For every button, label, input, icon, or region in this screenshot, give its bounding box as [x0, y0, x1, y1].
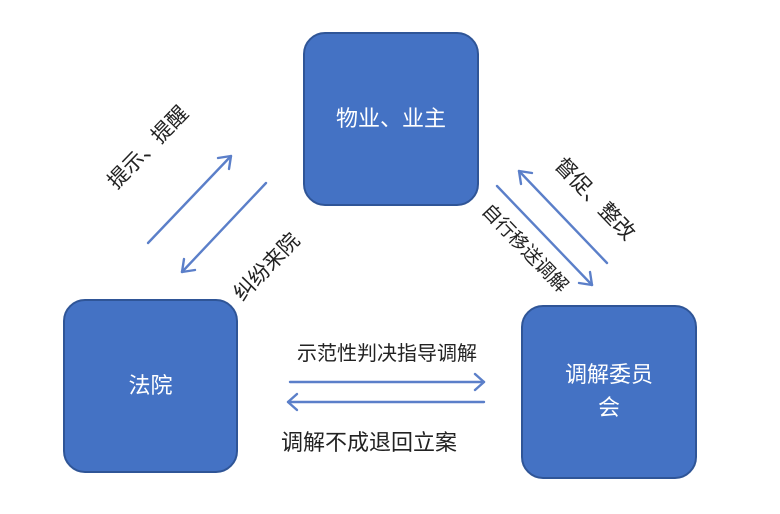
arrow-mediation-to-court: [286, 392, 486, 412]
arrow-court-to-mediation: [288, 372, 486, 392]
node-court-label: 法院: [128, 373, 173, 399]
node-mediation-committee-line2: 会: [597, 396, 620, 421]
arrow-mediation-to-property: [517, 169, 609, 265]
node-mediation-committee: 调解委员 会: [521, 305, 697, 479]
edge-label-mediation-failed-return: 调解不成退回立案: [281, 431, 458, 456]
arrow-property-to-mediation: [495, 184, 594, 287]
node-court: 法院: [63, 299, 238, 473]
node-property-owners: 物业、业主: [303, 32, 479, 206]
edge-label-model-judgment: 示范性判决指导调解: [297, 341, 477, 365]
node-property-owners-label: 物业、业主: [335, 106, 446, 132]
node-mediation-committee-label: 调解委员 会: [565, 359, 653, 425]
arrow-property-to-court: [180, 181, 268, 274]
arrow-court-to-property: [146, 154, 233, 245]
node-mediation-committee-line1: 调解委员: [564, 363, 653, 388]
